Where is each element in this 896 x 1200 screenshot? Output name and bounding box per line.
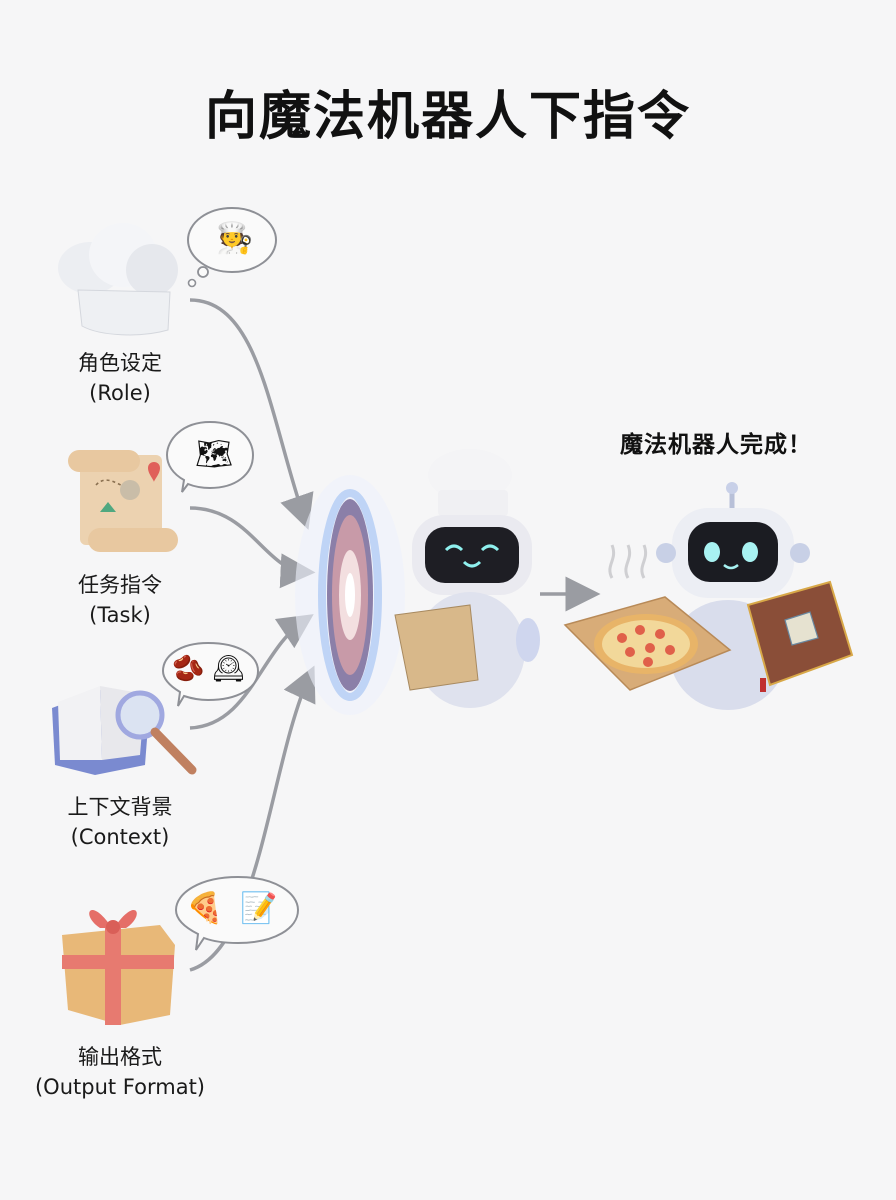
label-task-zh: 任务指令 (78, 573, 162, 597)
label-format: 输出格式 (Output Format) (20, 1042, 220, 1102)
magic-portal (295, 475, 405, 715)
arrow-task (189, 506, 316, 589)
thought-bubble-role (187, 207, 277, 288)
speech-bubble-task (165, 420, 255, 493)
chef-hat-icon (58, 223, 178, 336)
arrow-format (189, 665, 316, 972)
memo-pencil-emoji: 📝 (240, 891, 278, 926)
label-role-zh: 角色设定 (78, 351, 162, 375)
label-role: 角色设定 (Role) (40, 348, 200, 408)
page-title: 向魔法机器人下指令 (204, 87, 691, 147)
label-role-en: (Role) (89, 381, 151, 405)
label-task-en: (Task) (89, 603, 151, 627)
label-context-zh: 上下文背景 (67, 795, 173, 819)
book-magnifier-icon (52, 686, 197, 775)
gift-box-icon (62, 909, 175, 1025)
speech-bubble-format (174, 875, 300, 951)
label-context: 上下文背景 (Context) (40, 792, 200, 852)
treasure-map-scroll-icon (68, 450, 178, 552)
pizza-emoji: 🍕 (186, 891, 224, 926)
label-format-en: (Output Format) (34, 1075, 205, 1099)
clock-emoji: 🕰 (212, 654, 246, 684)
arrow-role (189, 298, 314, 530)
label-task: 任务指令 (Task) (40, 570, 200, 630)
result-label: 魔法机器人完成！ (620, 432, 812, 458)
label-format-zh: 输出格式 (78, 1045, 162, 1069)
ingredients-emoji: 🫘 (172, 654, 205, 684)
speech-bubble-context (161, 641, 260, 707)
chef-person-emoji: 🧑‍🍳 (216, 221, 254, 256)
robot-with-pizza-and-book (563, 482, 854, 710)
label-context-en: (Context) (70, 825, 170, 849)
chef-robot-with-map (394, 449, 540, 708)
map-emoji: 🗺 (195, 437, 234, 472)
